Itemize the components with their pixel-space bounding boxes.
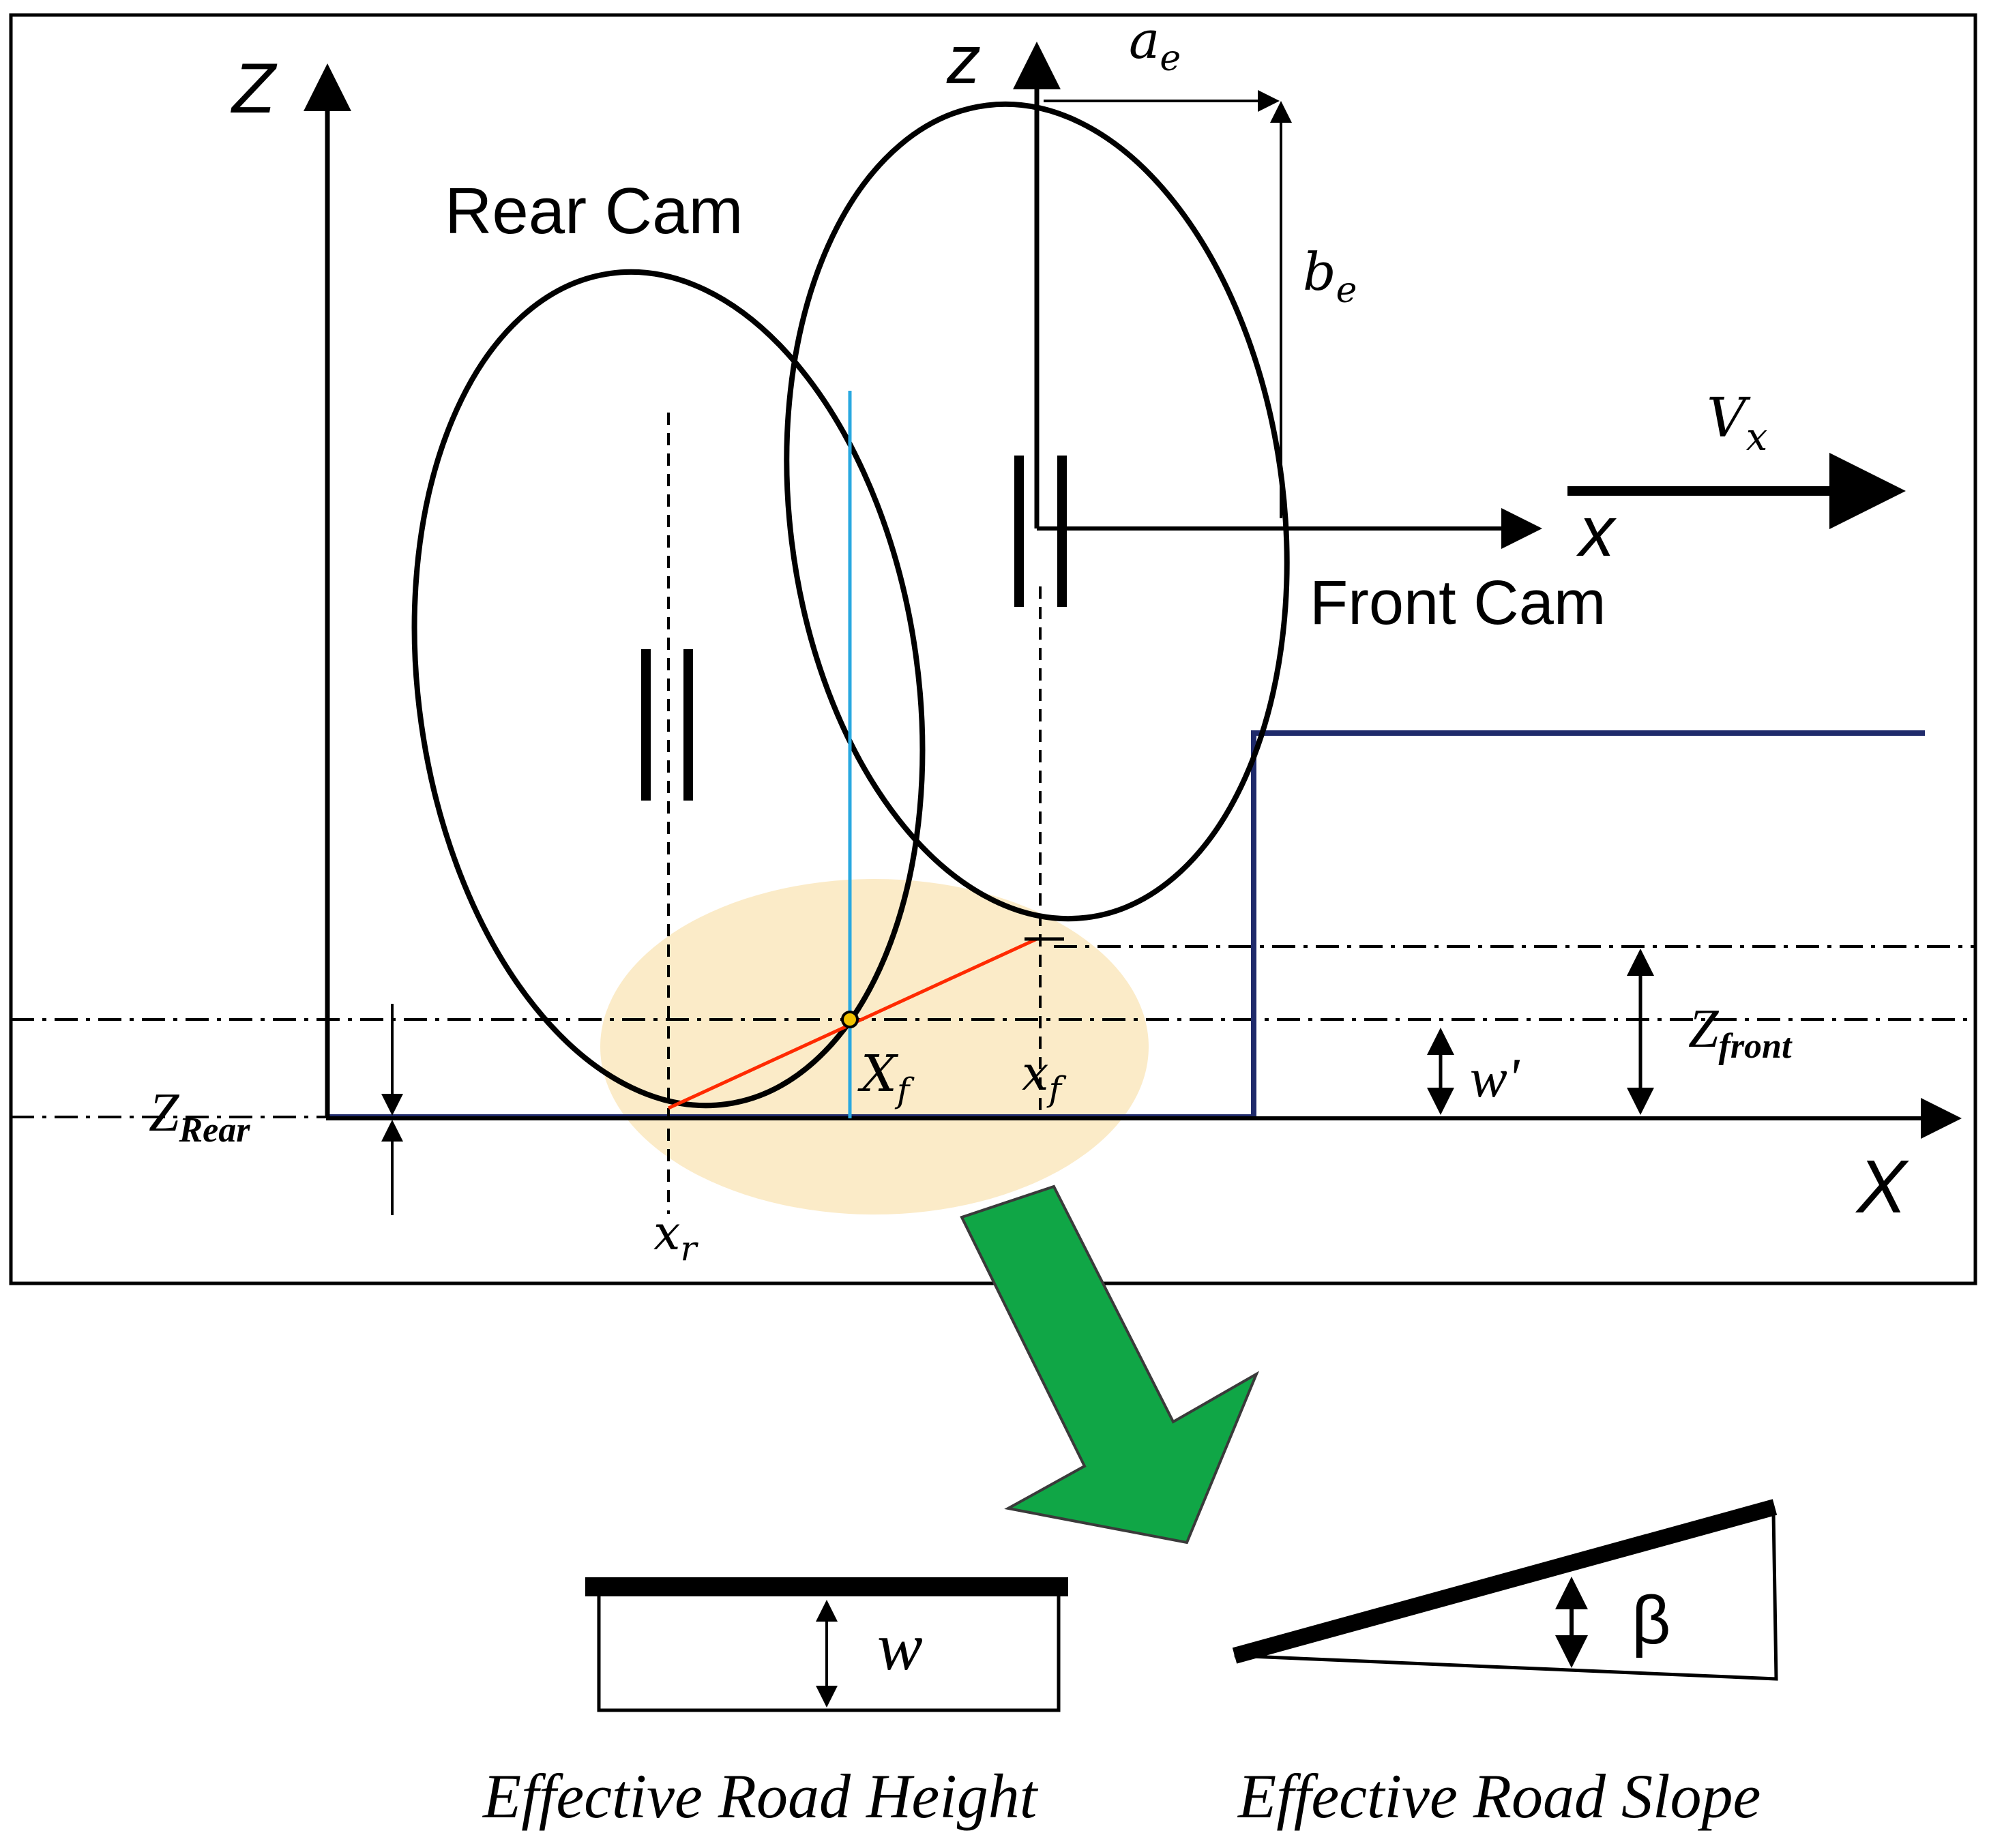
w-prime-label: w'	[1470, 1047, 1520, 1109]
local-z-label: z	[946, 22, 981, 98]
rear-tire-ellipse	[411, 269, 926, 1109]
v-x-label: Vx	[1707, 386, 1767, 460]
x-r-label: xr	[653, 1205, 698, 1268]
a-e-label: ae	[1129, 10, 1181, 79]
effective-road-height-caption: Effective Road Height	[482, 1761, 1039, 1831]
z-rear-label: ZRear	[149, 1083, 250, 1150]
beta-label: β	[1632, 1582, 1671, 1658]
road-height-box	[597, 1587, 1061, 1712]
z-front-label: Zfront	[1688, 999, 1793, 1066]
road-slope-bar	[1232, 1499, 1778, 1664]
global-x-label: X	[1855, 1145, 1909, 1229]
global-z-label: Z	[230, 49, 278, 128]
transition-arrow	[960, 1184, 1260, 1545]
effective-point-marker	[841, 1011, 859, 1028]
b-e-label: be	[1303, 241, 1357, 311]
local-x-label: x	[1576, 492, 1617, 571]
rear-cam-label: Rear Cam	[445, 175, 743, 248]
effective-road-slope-caption: Effective Road Slope	[1237, 1761, 1760, 1831]
front-cam-label: Front Cam	[1310, 568, 1606, 638]
rear-hub-bar-right	[683, 649, 693, 801]
w-label: w	[877, 1609, 923, 1684]
road-height-bar	[585, 1577, 1068, 1596]
contact-region-highlight	[600, 879, 1149, 1214]
rear-hub-bar-left	[641, 649, 651, 801]
front-hub-bar-right	[1057, 456, 1067, 607]
front-hub-bar-left	[1014, 456, 1024, 607]
